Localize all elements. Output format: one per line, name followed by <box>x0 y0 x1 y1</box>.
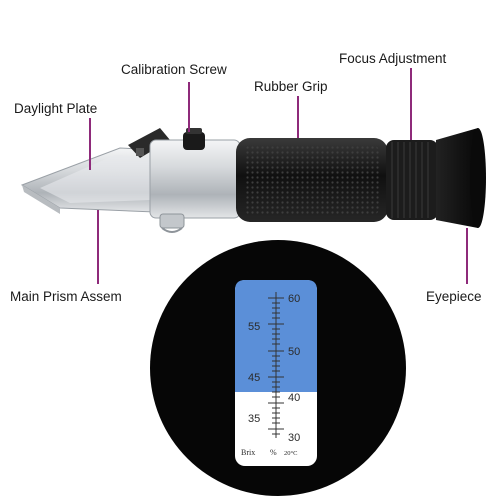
prism-housing <box>149 139 241 233</box>
leader-rubber-grip <box>297 96 299 138</box>
scale-number-50: 50 <box>288 346 300 358</box>
scale-number-30: 30 <box>288 432 300 444</box>
label-eyepiece: Eyepiece <box>426 289 482 304</box>
leader-daylight-plate <box>89 118 91 170</box>
leader-main-prism <box>97 210 99 284</box>
label-calibration-screw: Calibration Screw <box>121 62 227 77</box>
eyepiece <box>436 128 486 228</box>
rubber-grip <box>236 138 388 222</box>
scale-number-35: 35 <box>248 413 260 425</box>
label-rubber-grip: Rubber Grip <box>254 79 328 94</box>
scale-unit-brix: Brix <box>241 448 255 457</box>
scale-number-60: 60 <box>288 293 300 305</box>
scale-number-55: 55 <box>248 321 260 333</box>
scale-number-40: 40 <box>288 392 300 404</box>
scale-ticks <box>268 292 284 438</box>
leader-eyepiece <box>466 228 468 284</box>
label-focus-adjustment: Focus Adjustment <box>339 51 447 66</box>
leader-focus-adjustment <box>410 68 412 140</box>
scale-unit-temperature: 20°C <box>284 450 297 457</box>
eyepiece-view: 60 50 40 30 55 45 35 Brix % 20°C <box>150 240 406 496</box>
daylight-plate-hinge <box>128 128 170 158</box>
daylight-plate <box>20 147 161 214</box>
scale-unit-percent: % <box>270 448 277 457</box>
label-daylight-plate: Daylight Plate <box>14 101 98 116</box>
label-main-prism: Main Prism Assem <box>10 289 122 304</box>
calibration-screw <box>183 128 205 150</box>
scale-number-45: 45 <box>248 372 260 384</box>
focus-adjustment-ring <box>386 140 438 220</box>
leader-calibration-screw <box>188 82 190 132</box>
